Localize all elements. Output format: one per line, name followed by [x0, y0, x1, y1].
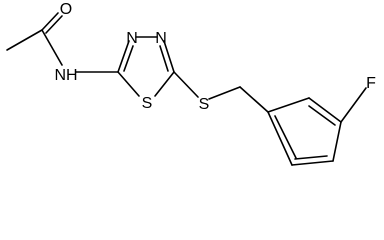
benzene-c2-c3-inner-bond — [308, 105, 336, 126]
thioether-sulfur-label: S — [199, 96, 210, 113]
benzene-c4-c5-inner-bond — [294, 155, 328, 160]
benzene-c6-c1-inner-bond — [274, 115, 297, 159]
ring-c2-n3-double-bond-inner — [123, 45, 134, 72]
carbonyl-nitrogen-bond — [41, 29, 63, 66]
amide-nitrogen-label: NH — [54, 67, 77, 84]
oxygen-atom-label: O — [60, 1, 72, 18]
aryl-fluorine-bond — [340, 87, 367, 123]
ring-n4-c5-double-bond — [163, 40, 175, 73]
carbonyl-double-bond-outer — [41, 12, 59, 31]
benzene-c3-c4-bond — [332, 121, 342, 162]
benzene-c4-c5-bond — [291, 160, 334, 166]
ring-c5-s1-bond — [154, 71, 175, 97]
benzene-c5-c6-bond — [267, 111, 293, 166]
ring-nitrogen-4-label: N — [155, 30, 167, 47]
fluorine-atom-label: F — [366, 75, 376, 92]
ring-c5-thioether-sulfur-bond — [173, 71, 199, 98]
methylene-benzene-bond — [239, 86, 269, 113]
ring-sulfur-label: S — [142, 95, 153, 112]
benzene-c2-c3-bond — [308, 97, 342, 123]
ring-n4-c5-double-bond-inner — [159, 45, 169, 72]
chemical-structure-diagram: O NH N N S S F — [6, 1, 376, 166]
methyl-carbonyl-bond — [6, 29, 43, 51]
ring-s1-c2-bond — [117, 71, 140, 97]
ring-nitrogen-3-label: N — [126, 30, 138, 47]
carbonyl-double-bond-inner — [45, 15, 63, 34]
benzene-c1-c2-bond — [267, 97, 310, 113]
thioether-sulfur-methylene-bond — [208, 86, 241, 100]
ring-c2-n3-double-bond — [117, 40, 130, 73]
